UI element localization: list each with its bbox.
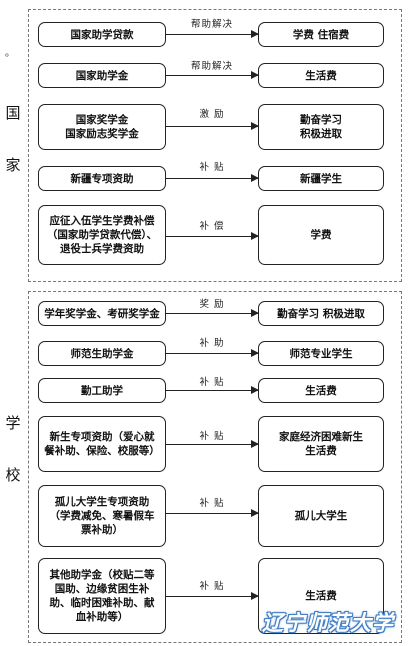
national-source-5: 应征入伍学生学费补偿 （国家助学贷款代偿）、 退役士兵学费资助 xyxy=(38,205,166,265)
school-action-3: 补 贴 xyxy=(199,377,225,388)
national-target-5: 学费 xyxy=(258,205,384,265)
school-target-3: 生活费 xyxy=(258,378,384,403)
school-source-2: 师范生助学金 xyxy=(38,341,166,366)
national-source-3: 国家奖学金 国家励志奖学金 xyxy=(38,104,166,150)
national-target-2: 生活费 xyxy=(258,63,384,88)
school-arrow-3 xyxy=(166,386,259,394)
national-arrow-2 xyxy=(166,71,259,79)
school-target-2: 师范专业学生 xyxy=(258,341,384,366)
national-source-1: 国家助学贷款 xyxy=(38,22,166,47)
university-watermark: 辽宁师范大学 xyxy=(262,611,394,635)
national-action-3: 激 励 xyxy=(199,109,225,120)
national-action-5: 补 偿 xyxy=(199,221,225,232)
school-source-4: 新生专项资助（爱心就 餐补助、保险、校服等） xyxy=(38,416,166,472)
national-target-4: 新疆学生 xyxy=(258,166,384,191)
school-action-4: 补 贴 xyxy=(199,431,225,442)
school-arrow-1 xyxy=(166,309,259,317)
school-action-2: 补 助 xyxy=(199,338,225,349)
school-source-3: 勤工助学 xyxy=(38,378,166,403)
national-arrow-3 xyxy=(166,122,259,130)
school-action-1: 奖 励 xyxy=(199,299,225,310)
national-source-2: 国家助学金 xyxy=(38,63,166,88)
national-target-1: 学费 住宿费 xyxy=(258,22,384,47)
school-action-5: 补 贴 xyxy=(199,498,225,509)
national-label: 国 家 xyxy=(5,104,21,174)
national-action-1: 帮助解决 xyxy=(190,19,233,30)
national-action-4: 补 贴 xyxy=(199,162,225,173)
national-arrow-1 xyxy=(166,30,259,38)
school-arrow-6 xyxy=(166,592,259,600)
national-action-2: 帮助解决 xyxy=(190,61,233,72)
school-source-5: 孤儿大学生专项资助 （学费减免、寒暑假车 票补助） xyxy=(38,485,166,547)
school-arrow-4 xyxy=(166,440,259,448)
school-section xyxy=(28,291,402,643)
national-arrow-5 xyxy=(166,232,259,240)
national-target-3: 勤奋学习 积极进取 xyxy=(258,104,384,150)
side-mark: 。 xyxy=(5,48,15,59)
school-arrow-2 xyxy=(166,349,259,357)
school-source-1: 学年奖学金、考研奖学金 xyxy=(38,301,166,326)
national-source-4: 新疆专项资助 xyxy=(38,166,166,191)
school-source-6: 其他助学金（校贴二等 国助、边缘贫困生补 助、临时困难补助、献 血补助等） xyxy=(38,558,166,634)
school-arrow-5 xyxy=(166,509,259,517)
national-arrow-4 xyxy=(166,174,259,182)
national-section xyxy=(28,9,402,282)
school-action-6: 补 贴 xyxy=(199,581,225,592)
school-target-6: 生活费 xyxy=(258,558,384,634)
school-target-4: 家庭经济困难新生 生活费 xyxy=(258,416,384,472)
school-label: 学 校 xyxy=(5,414,21,484)
school-target-1: 勤奋学习 积极进取 xyxy=(258,301,384,326)
school-target-5: 孤儿大学生 xyxy=(258,485,384,547)
